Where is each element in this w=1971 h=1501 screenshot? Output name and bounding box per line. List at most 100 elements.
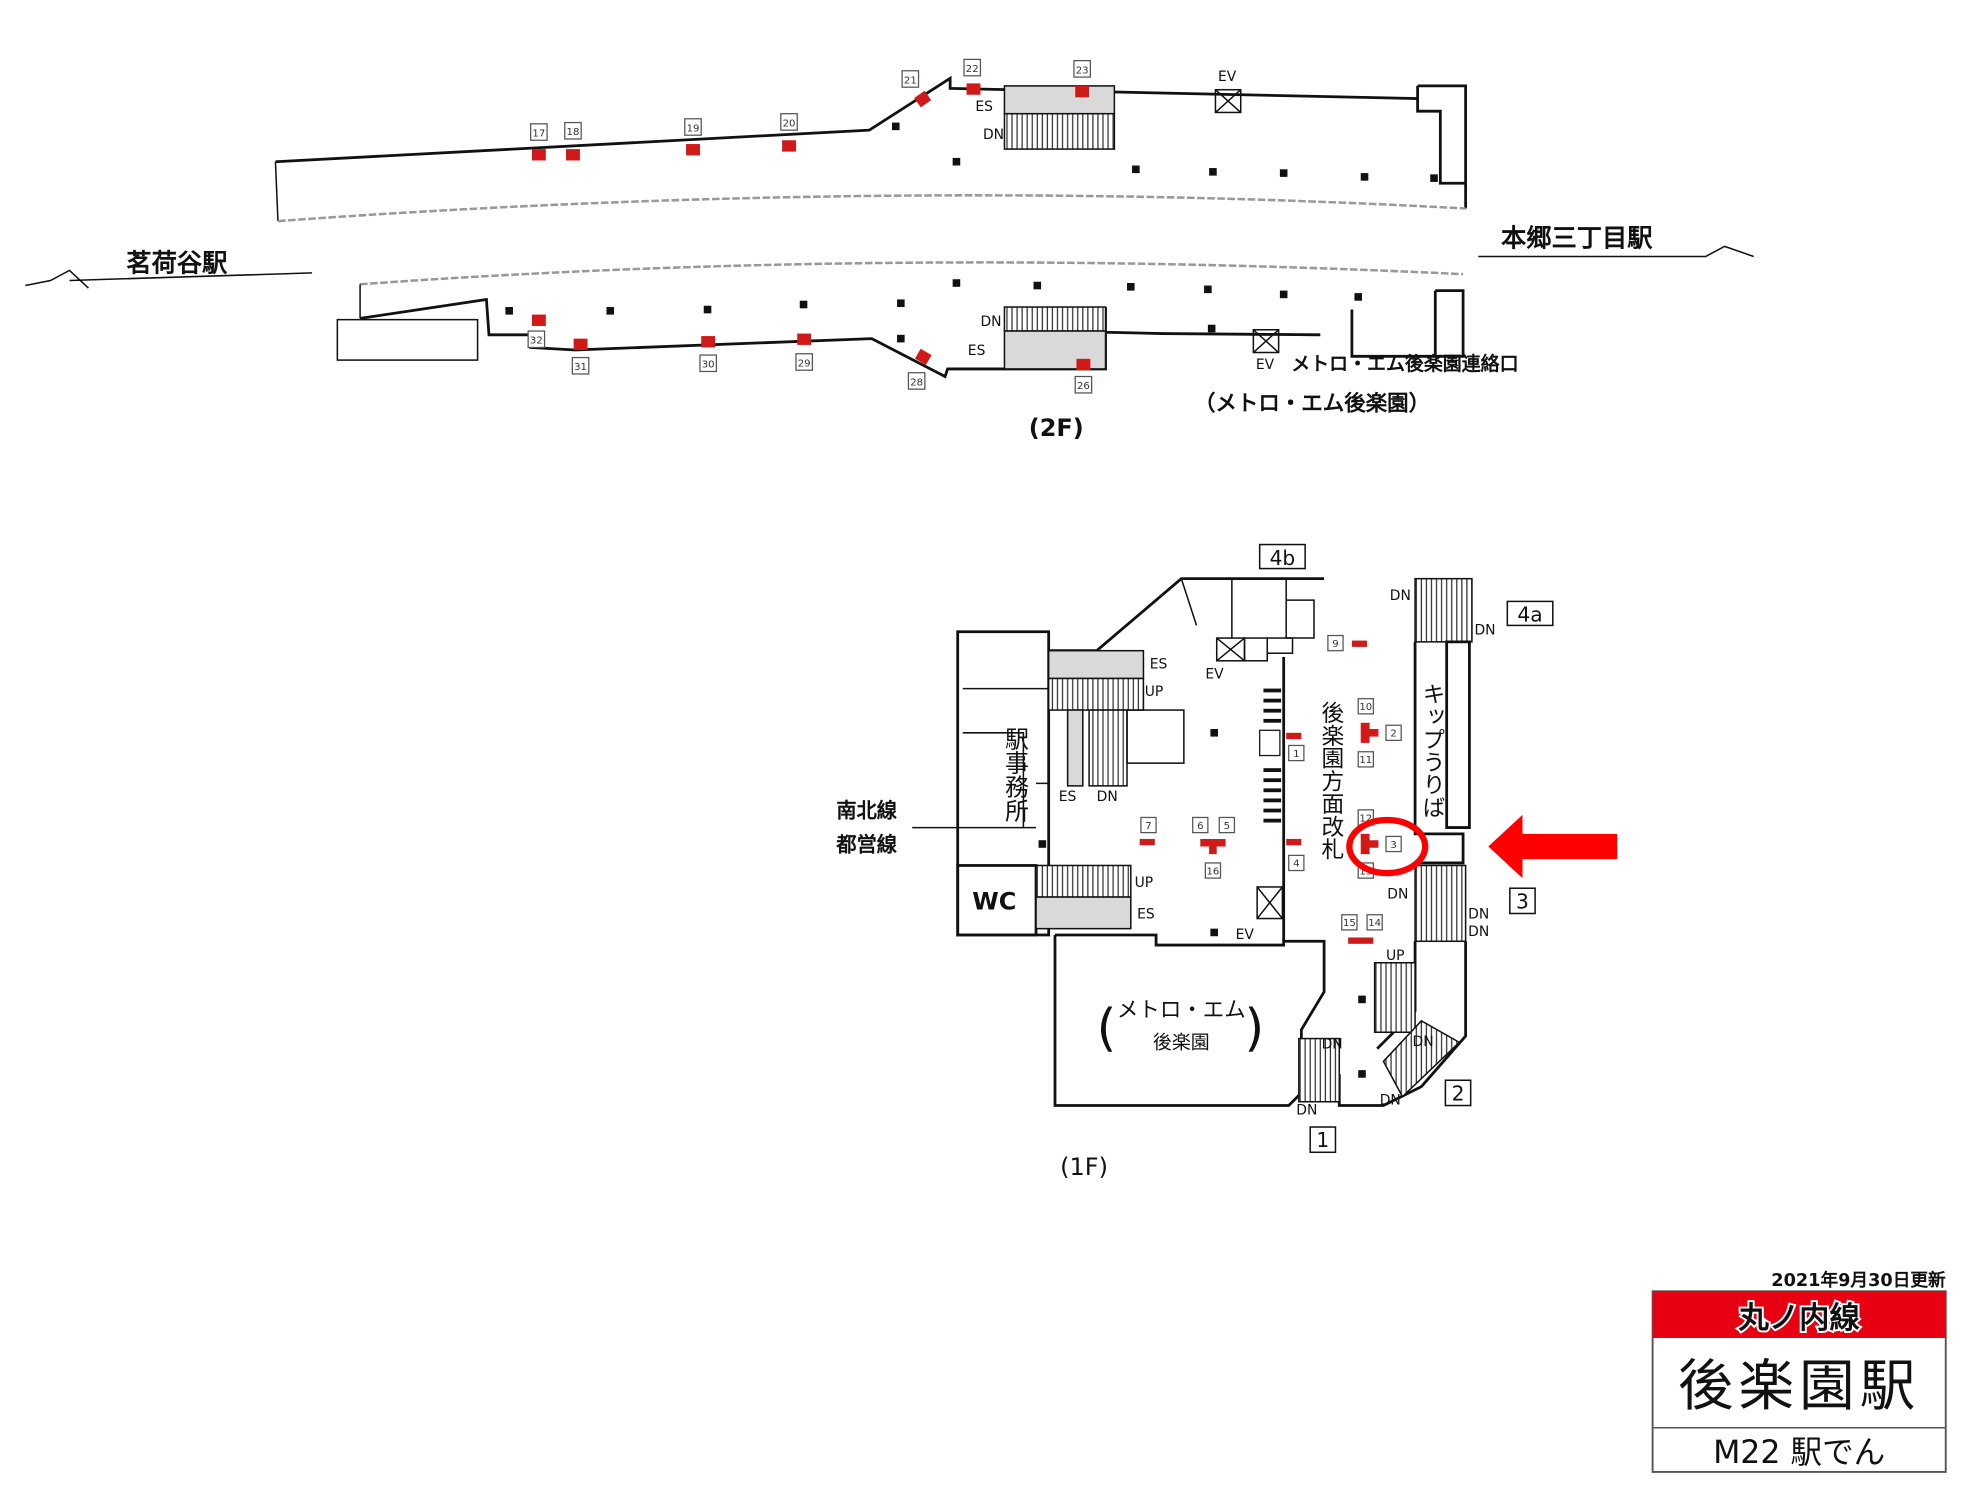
svg-text:30: 30 (702, 360, 715, 371)
paren-left: ( (1097, 998, 1117, 1057)
pillars-lower (505, 279, 1363, 343)
dn-label: DN (1468, 924, 1489, 940)
station-badge: 2021年9月30日更新 丸ノ内線 後楽園駅 M22 駅でん (1651, 1269, 1947, 1473)
station-name: 後楽園駅 (1678, 1354, 1921, 1419)
svg-text:2: 2 (1452, 1081, 1465, 1105)
es-label: ES (1137, 907, 1155, 923)
svg-text:16: 16 (1206, 866, 1219, 877)
office-label: 駅事務所 (1001, 726, 1029, 822)
dn-label: DN (983, 127, 1004, 143)
svg-text:4: 4 (1293, 859, 1299, 870)
paren-right: ) (1245, 998, 1265, 1057)
svg-text:31: 31 (574, 362, 587, 373)
gate-label: 後楽園方面改札 (1317, 701, 1343, 860)
svg-text:19: 19 (687, 123, 700, 134)
car-markers-upper (531, 83, 1090, 161)
svg-text:18: 18 (567, 127, 580, 138)
station-right-label: 本郷三丁目駅 (1501, 223, 1653, 252)
car-number-labels-1f: 9 10 2 11 12 3 13 1 4 7 6 5 16 15 14 (1140, 634, 1402, 931)
arrow-left-icon (1488, 814, 1618, 879)
svg-text:20: 20 (783, 118, 796, 129)
svg-text:29: 29 (798, 358, 811, 369)
exit-3[interactable]: 3 (1509, 887, 1536, 915)
car-number-labels-lower: 32 31 30 29 28 26 (527, 330, 1093, 394)
es-label: ES (1059, 789, 1077, 805)
floor-2f-plan: ES DN EV 17 18 19 20 21 22 23 茗荷谷駅 本郷三丁目… (25, 58, 1754, 442)
up-label: UP (1135, 875, 1154, 891)
floor-1f-label: (1F) (1060, 1153, 1108, 1181)
ev-label: EV (1256, 357, 1275, 373)
dn-label: DN (1413, 1034, 1434, 1050)
elevator-icon (1214, 88, 1242, 114)
svg-text:22: 22 (966, 64, 979, 75)
svg-text:4b: 4b (1270, 546, 1296, 570)
svg-text:4a: 4a (1517, 603, 1542, 627)
elevator-icon (1252, 329, 1280, 354)
svg-text:3: 3 (1516, 889, 1529, 913)
svg-text:28: 28 (910, 377, 923, 388)
dn-label: DN (1387, 886, 1408, 902)
up-label: UP (1386, 948, 1405, 964)
dn-label: DN (1296, 1102, 1317, 1118)
metro-m-label: メトロ・エム (1117, 998, 1246, 1023)
svg-text:3: 3 (1390, 840, 1396, 851)
connection-label: メトロ・エム後楽園連絡口 (1291, 352, 1518, 375)
svg-text:2: 2 (1390, 729, 1396, 740)
ev-label: EV (1236, 927, 1255, 943)
transfer-toei-label: 都営線 (835, 833, 897, 857)
svg-text:23: 23 (1076, 65, 1089, 76)
exit-1[interactable]: 1 (1309, 1126, 1337, 1154)
floor-2f-label: (2F) (1029, 414, 1084, 442)
pillars-1f (1038, 729, 1366, 1078)
connection-sublabel: （メトロ・エム後楽園） (1194, 391, 1430, 417)
pillars-upper (892, 122, 1438, 182)
svg-text:1: 1 (1293, 749, 1299, 760)
exit-4a[interactable]: 4a (1506, 600, 1554, 627)
dn-label: DN (1468, 907, 1489, 923)
dn-label: DN (1322, 1037, 1343, 1053)
ticket-gates (1259, 688, 1282, 823)
exit-2[interactable]: 2 (1444, 1079, 1472, 1107)
svg-text:21: 21 (904, 75, 917, 86)
dn-label: DN (980, 314, 1001, 330)
dn-label: DN (1380, 1092, 1401, 1108)
svg-text:10: 10 (1359, 702, 1372, 713)
es-label: ES (1150, 656, 1168, 672)
dn-label: DN (1097, 789, 1118, 805)
ev-label: EV (1205, 666, 1224, 682)
svg-text:5: 5 (1224, 821, 1230, 832)
exit-4b[interactable]: 4b (1258, 543, 1306, 570)
dn-label: DN (1474, 622, 1495, 638)
up-label: UP (1145, 684, 1164, 700)
svg-text:9: 9 (1332, 639, 1338, 650)
direction-arrow-left (25, 269, 313, 289)
transfer-nanboku-label: 南北線 (836, 798, 897, 822)
svg-text:26: 26 (1077, 381, 1090, 392)
station-code: M22 駅でん (1713, 1435, 1885, 1471)
es-label: ES (968, 343, 986, 359)
svg-text:12: 12 (1359, 813, 1372, 824)
highlight-circle (1346, 816, 1429, 877)
wc-label: WC (972, 888, 1016, 916)
car-number-labels-upper: 17 18 19 20 21 22 23 (530, 58, 1091, 141)
svg-text:7: 7 (1145, 821, 1151, 832)
direction-arrow-right (1478, 245, 1754, 258)
floor-1f-plan: 駅事務所 WC EV ES UP ES DN UP ES 南北線 都営線 EV … (835, 543, 1618, 1181)
svg-text:17: 17 (532, 128, 545, 139)
svg-text:1: 1 (1316, 1128, 1329, 1152)
line-band (1652, 1291, 1946, 1339)
station-left-label: 茗荷谷駅 (126, 249, 228, 278)
svg-text:32: 32 (530, 336, 543, 347)
car-markers-1f (1139, 640, 1379, 944)
svg-text:6: 6 (1197, 821, 1203, 832)
updated-date: 2021年9月30日更新 (1771, 1269, 1946, 1291)
ticket-office-label: キップうりば (1419, 682, 1445, 818)
ev-label: EV (1218, 69, 1237, 85)
metro-m-sublabel: 後楽園 (1153, 1032, 1210, 1054)
es-label: ES (975, 99, 993, 115)
dn-label: DN (1390, 588, 1411, 604)
svg-text:15: 15 (1343, 918, 1356, 929)
line-name: 丸ノ内線 (1738, 1301, 1861, 1336)
car-markers-lower (531, 314, 1091, 371)
